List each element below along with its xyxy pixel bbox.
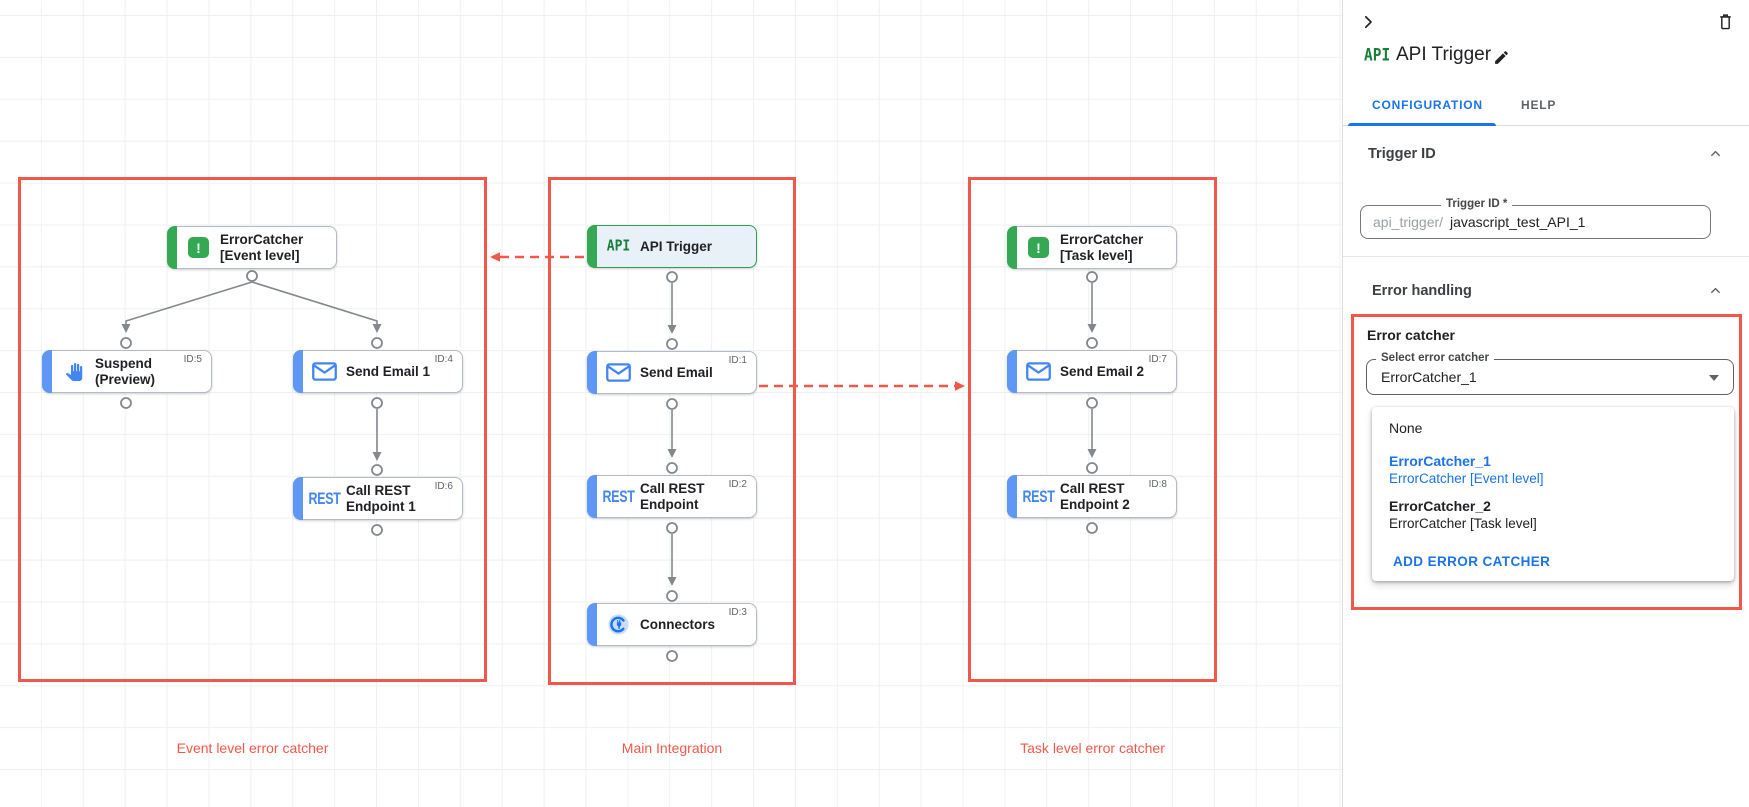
tab-configuration[interactable]: CONFIGURATION bbox=[1372, 98, 1483, 112]
menu-item-errorcatcher-2-title[interactable]: ErrorCatcher_2 bbox=[1389, 498, 1491, 514]
node-accent-bar bbox=[167, 226, 177, 269]
node-accent-bar bbox=[587, 475, 597, 518]
menu-item-errorcatcher-1-title[interactable]: ErrorCatcher_1 bbox=[1389, 453, 1491, 469]
select-error-catcher-value: ErrorCatcher_1 bbox=[1381, 369, 1477, 385]
node-id-badge: ID:6 bbox=[434, 481, 453, 492]
node-errorcatcher-event-level[interactable]: ! ErrorCatcher [Event level] bbox=[167, 226, 337, 269]
node-api-trigger[interactable]: API API Trigger bbox=[587, 225, 757, 268]
add-error-catcher-button[interactable]: ADD ERROR CATCHER bbox=[1393, 554, 1551, 569]
group-label-task-level: Task level error catcher bbox=[1020, 740, 1165, 756]
error-catcher-select[interactable]: Select error catcher ErrorCatcher_1 bbox=[1366, 352, 1734, 395]
error-link-dashed-lines bbox=[500, 255, 955, 388]
node-title: Call REST Endpoint 1 bbox=[346, 482, 416, 514]
error-catcher-highlight-box: Error catcher Select error catcher Error… bbox=[1351, 314, 1742, 610]
group-label-event-level: Event level error catcher bbox=[176, 740, 329, 756]
node-id-badge: ID:2 bbox=[728, 479, 747, 490]
event-level-error-catcher-box bbox=[18, 177, 487, 682]
tab-help[interactable]: HELP bbox=[1521, 98, 1557, 112]
panel-tabs: CONFIGURATION HELP bbox=[1343, 86, 1749, 126]
node-connectors[interactable]: Connectors ID:3 bbox=[587, 603, 757, 646]
node-accent-bar bbox=[587, 351, 597, 394]
email-icon bbox=[311, 362, 338, 381]
error-catcher-label: Error catcher bbox=[1367, 327, 1455, 343]
email-icon bbox=[605, 363, 632, 382]
node-id-badge: ID:4 bbox=[434, 354, 453, 365]
menu-item-none[interactable]: None bbox=[1389, 420, 1423, 436]
node-accent-bar bbox=[587, 603, 597, 646]
node-ports[interactable] bbox=[120, 270, 1098, 662]
main-integration-box bbox=[548, 177, 796, 685]
node-call-rest-endpoint-1[interactable]: REST Call REST Endpoint 1 ID:6 bbox=[293, 477, 463, 520]
node-id-badge: ID:3 bbox=[728, 607, 747, 618]
node-accent-bar bbox=[587, 225, 597, 268]
node-accent-bar bbox=[1007, 475, 1017, 518]
error-catcher-dropdown-menu: None ErrorCatcher_1 ErrorCatcher [Event … bbox=[1372, 407, 1734, 581]
error-handling-heading: Error handling bbox=[1372, 283, 1472, 299]
email-icon bbox=[1025, 362, 1052, 381]
node-id-badge: ID:8 bbox=[1148, 479, 1167, 490]
edge-arrowheads bbox=[121, 324, 1097, 586]
node-title: Call REST Endpoint bbox=[640, 480, 705, 512]
node-id-badge: ID:7 bbox=[1148, 354, 1167, 365]
suspend-hand-icon bbox=[60, 362, 87, 381]
menu-item-errorcatcher-1-subtitle[interactable]: ErrorCatcher [Event level] bbox=[1389, 471, 1544, 486]
node-title: ErrorCatcher [Task level] bbox=[1060, 231, 1144, 263]
rest-icon: REST bbox=[308, 489, 341, 508]
node-call-rest-endpoint-2[interactable]: REST Call REST Endpoint 2 ID:8 bbox=[1007, 475, 1177, 518]
node-title: API Trigger bbox=[640, 238, 713, 254]
node-send-email-1[interactable]: Send Email 1 ID:4 bbox=[293, 350, 463, 393]
node-accent-bar bbox=[1007, 226, 1017, 269]
group-label-main-integration: Main Integration bbox=[621, 740, 723, 756]
config-panel: API API Trigger CONFIGURATION HELP Trigg… bbox=[1342, 0, 1749, 807]
panel-title: API Trigger bbox=[1396, 44, 1492, 65]
api-trigger-logo: API bbox=[1364, 46, 1391, 66]
node-call-rest-endpoint[interactable]: REST Call REST Endpoint ID:2 bbox=[587, 475, 757, 518]
edge-lines bbox=[125, 281, 1093, 577]
node-id-badge: ID:5 bbox=[183, 354, 202, 365]
api-icon: API bbox=[606, 237, 631, 256]
node-title: Send Email bbox=[640, 364, 713, 380]
node-send-email-2[interactable]: Send Email 2 ID:7 bbox=[1007, 350, 1177, 393]
trigger-id-heading: Trigger ID bbox=[1368, 146, 1436, 162]
node-accent-bar bbox=[42, 350, 52, 393]
task-level-error-catcher-box bbox=[968, 177, 1217, 682]
trigger-id-prefix: api_trigger/ bbox=[1373, 214, 1444, 230]
edit-title-icon[interactable] bbox=[1493, 49, 1510, 71]
trigger-id-value[interactable]: javascript_test_API_1 bbox=[1450, 214, 1586, 230]
integration-canvas[interactable]: Event level error catcher Main Integrati… bbox=[0, 0, 1342, 807]
rest-icon: REST bbox=[602, 487, 635, 506]
select-error-catcher-label: Select error catcher bbox=[1376, 352, 1495, 364]
node-title: Suspend (Preview) bbox=[95, 355, 156, 387]
node-title: Send Email 1 bbox=[346, 363, 431, 379]
delete-trigger-icon[interactable] bbox=[1717, 12, 1734, 36]
node-title: ErrorCatcher [Event level] bbox=[220, 231, 304, 263]
rest-icon: REST bbox=[1022, 487, 1055, 506]
node-title: Call REST Endpoint 2 bbox=[1060, 480, 1130, 512]
node-title: Send Email 2 bbox=[1060, 363, 1145, 379]
collapse-trigger-id-icon[interactable] bbox=[1708, 146, 1723, 166]
node-errorcatcher-task-level[interactable]: ! ErrorCatcher [Task level] bbox=[1007, 226, 1177, 269]
dropdown-caret-icon bbox=[1709, 375, 1719, 381]
menu-item-errorcatcher-2-subtitle[interactable]: ErrorCatcher [Task level] bbox=[1389, 516, 1537, 531]
node-id-badge: ID:1 bbox=[728, 355, 747, 366]
node-accent-bar bbox=[1007, 350, 1017, 393]
error-catcher-icon: ! bbox=[185, 237, 212, 258]
collapse-error-handling-icon[interactable] bbox=[1708, 283, 1723, 303]
error-link-arrowheads bbox=[490, 252, 965, 391]
node-accent-bar bbox=[293, 477, 303, 520]
collapse-panel-icon[interactable] bbox=[1359, 13, 1377, 36]
trigger-id-field[interactable]: Trigger ID * api_trigger/ javascript_tes… bbox=[1360, 198, 1711, 239]
trigger-id-field-label: Trigger ID * bbox=[1441, 198, 1513, 210]
edges-layer bbox=[120, 252, 1098, 662]
node-title: Connectors bbox=[640, 616, 716, 632]
connector-icon bbox=[605, 613, 632, 636]
error-catcher-icon: ! bbox=[1025, 237, 1052, 258]
section-divider bbox=[1343, 256, 1749, 257]
node-suspend-preview[interactable]: Suspend (Preview) ID:5 bbox=[42, 350, 212, 393]
active-tab-underline bbox=[1348, 123, 1496, 126]
node-accent-bar bbox=[293, 350, 303, 393]
node-send-email[interactable]: Send Email ID:1 bbox=[587, 351, 757, 394]
